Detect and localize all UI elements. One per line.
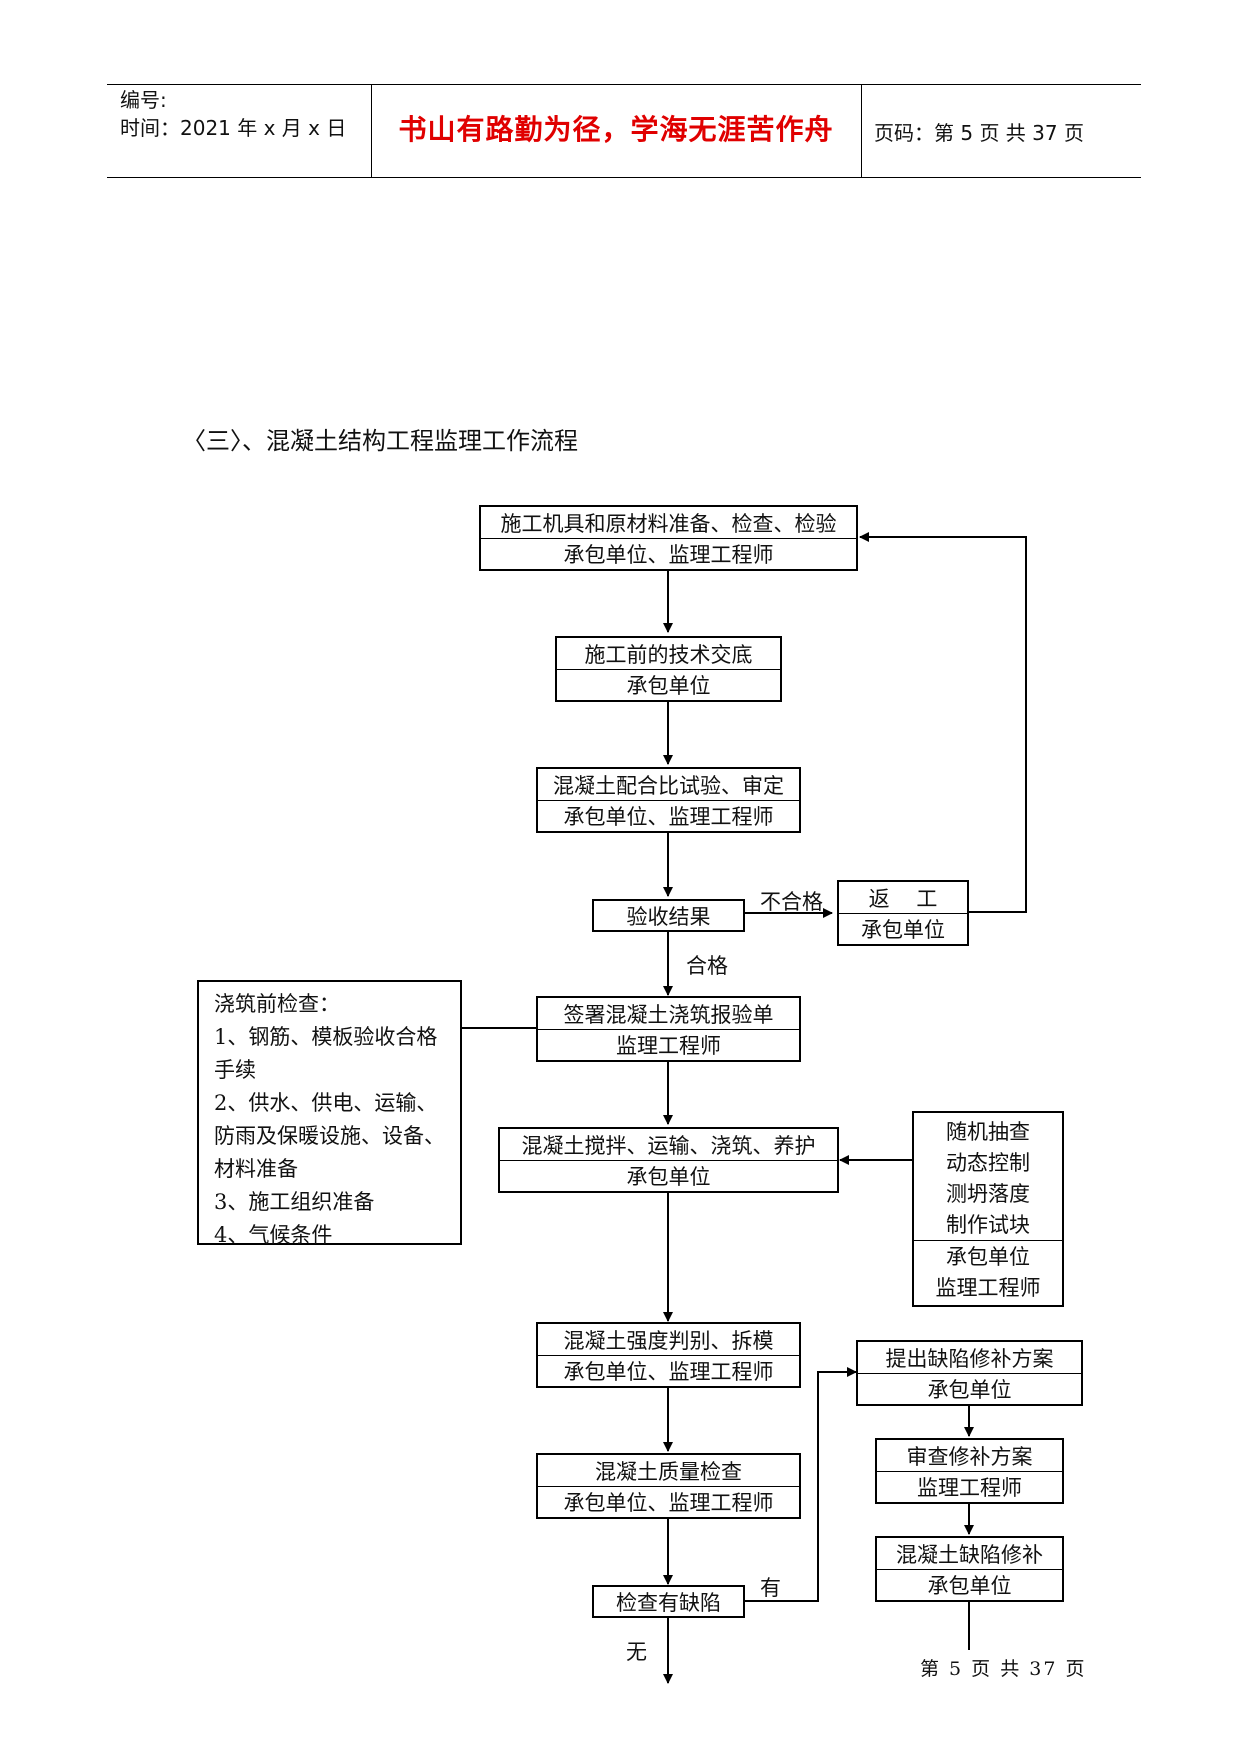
- label-yes: 有: [760, 1576, 781, 1600]
- node-title: 混凝土搅拌、运输、浇筑、养护: [521, 1133, 816, 1158]
- side-control-roles: 承包单位 监理工程师: [914, 1239, 1062, 1303]
- node-role: 承包单位、监理工程师: [538, 1355, 799, 1386]
- label-fail: 不合格: [760, 890, 823, 914]
- checklist-line: 2、供水、供电、运输、: [214, 1091, 438, 1115]
- node-title: 审查修补方案: [906, 1444, 1033, 1469]
- node-acceptance-result: 验收结果: [592, 899, 745, 932]
- header-divider-1: [371, 84, 372, 178]
- arrow-rework-n1: [859, 532, 1027, 913]
- header-page-info: 页码：第 5 页 共 37 页: [874, 121, 1084, 145]
- node-role: 承包单位、监理工程师: [538, 800, 799, 831]
- checklist-line: 材料准备: [214, 1157, 298, 1181]
- node-role: 承包单位、监理工程师: [538, 1486, 799, 1517]
- node-title: 提出缺陷修补方案: [885, 1346, 1054, 1371]
- node-repair-plan: 提出缺陷修补方案 承包单位: [856, 1340, 1083, 1406]
- node-title: 签署混凝土浇筑报验单: [563, 1002, 774, 1027]
- serial-label: 编号:: [120, 88, 167, 112]
- node-mix-transport-pour-cure: 混凝土搅拌、运输、浇筑、养护 承包单位: [498, 1127, 839, 1193]
- section-title: 〈三〉、混凝土结构工程监理工作流程: [182, 427, 578, 455]
- header-motto: 书山有路勤为径，学海无涯苦作舟: [398, 113, 834, 146]
- node-title: 返 工: [868, 886, 938, 911]
- node-quality-check: 混凝土质量检查 承包单位、监理工程师: [536, 1453, 801, 1519]
- node-defect-repair: 混凝土缺陷修补 承包单位: [875, 1536, 1064, 1602]
- side-item: 制作试块: [946, 1213, 1030, 1238]
- node-strength-formwork: 混凝土强度判别、拆模 承包单位、监理工程师: [536, 1322, 801, 1388]
- side-item: 测坍落度: [946, 1181, 1030, 1206]
- pre-pour-checklist: 浇筑前检查： 1、钢筋、模板验收合格 手续 2、供水、供电、运输、 防雨及保暖设…: [197, 980, 462, 1247]
- header-top-rule: [107, 84, 1141, 85]
- checklist-line: 4、气候条件: [214, 1223, 333, 1247]
- header-bottom-rule: [107, 177, 1141, 178]
- node-defect-check: 检查有缺陷: [592, 1585, 745, 1618]
- node-rework: 返 工 承包单位: [837, 880, 969, 946]
- side-role: 监理工程师: [935, 1276, 1041, 1301]
- node-title: 施工前的技术交底: [584, 642, 753, 667]
- checklist-line: 手续: [214, 1058, 256, 1082]
- side-role: 承包单位: [946, 1245, 1030, 1270]
- node-title: 混凝土质量检查: [595, 1459, 742, 1484]
- arrow-n9-r1: [745, 1367, 857, 1602]
- node-role: 监理工程师: [538, 1029, 799, 1060]
- checklist-title: 浇筑前检查：: [214, 992, 340, 1016]
- node-role: 承包单位: [839, 913, 967, 944]
- checklist-line: 防雨及保暖设施、设备、: [214, 1124, 445, 1148]
- node-role: 监理工程师: [877, 1471, 1062, 1502]
- node-role: 承包单位: [500, 1160, 837, 1191]
- header-divider-2: [861, 84, 862, 178]
- node-role: 承包单位、监理工程师: [481, 538, 856, 569]
- node-title: 施工机具和原材料准备、检查、检验: [500, 511, 837, 536]
- side-item: 动态控制: [946, 1150, 1030, 1175]
- node-mix-ratio-test: 混凝土配合比试验、审定 承包单位、监理工程师: [536, 767, 801, 833]
- checklist-line: 3、施工组织准备: [214, 1190, 375, 1214]
- label-no: 无: [626, 1640, 647, 1664]
- checklist-line: 1、钢筋、模板验收合格: [214, 1025, 438, 1049]
- node-role: 承包单位: [557, 669, 780, 700]
- page-footer: 第 5 页 共 37 页: [920, 1658, 1087, 1680]
- side-item: 随机抽查: [946, 1119, 1030, 1144]
- node-technical-briefing: 施工前的技术交底 承包单位: [555, 636, 782, 702]
- node-review-repair-plan: 审查修补方案 监理工程师: [875, 1438, 1064, 1504]
- node-title: 混凝土配合比试验、审定: [553, 773, 784, 798]
- node-pour-report: 签署混凝土浇筑报验单 监理工程师: [536, 996, 801, 1062]
- node-materials-inspection: 施工机具和原材料准备、检查、检验 承包单位、监理工程师: [479, 505, 858, 571]
- node-role: 承包单位: [858, 1373, 1081, 1404]
- time-label: 时间：2021 年 x 月 x 日: [120, 116, 347, 140]
- side-control-items: 随机抽查 动态控制 测坍落度 制作试块: [914, 1115, 1062, 1240]
- header-meta: 编号: 时间：2021 年 x 月 x 日: [120, 86, 346, 142]
- node-role: 承包单位: [877, 1569, 1062, 1600]
- node-title: 验收结果: [626, 905, 711, 929]
- node-title: 检查有缺陷: [616, 1591, 721, 1615]
- side-control-box: 随机抽查 动态控制 测坍落度 制作试块 承包单位 监理工程师: [912, 1111, 1064, 1307]
- label-pass: 合格: [686, 954, 728, 978]
- node-title: 混凝土强度判别、拆模: [563, 1328, 774, 1353]
- node-title: 混凝土缺陷修补: [896, 1542, 1043, 1567]
